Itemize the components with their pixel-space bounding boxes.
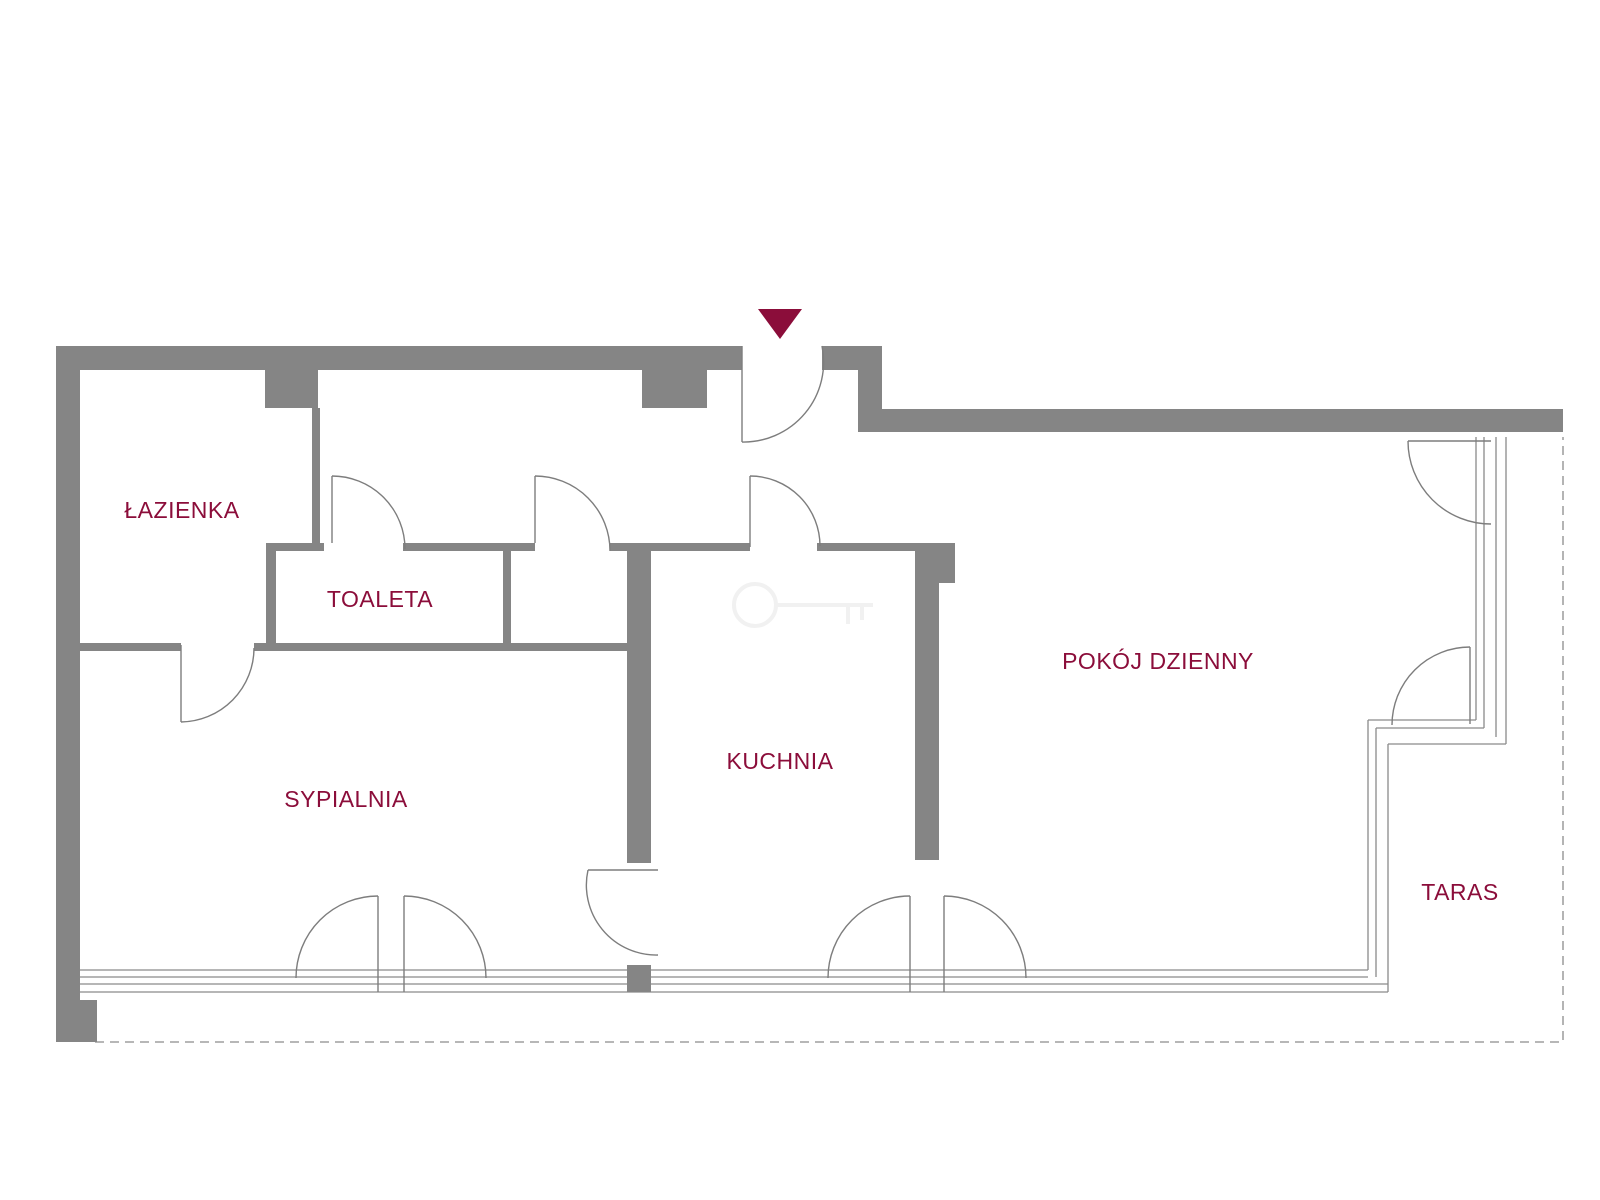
toilet-door bbox=[331, 475, 406, 550]
living-balcony-door-left bbox=[827, 895, 911, 992]
key-icon bbox=[732, 582, 873, 628]
room-label-toaleta: TOALETA bbox=[327, 586, 433, 612]
entrance-door bbox=[741, 345, 825, 443]
doors bbox=[180, 345, 1492, 992]
bedroom-balcony-door-left bbox=[295, 895, 379, 992]
room-label-taras: TARAS bbox=[1421, 879, 1498, 905]
terrace-door-lower bbox=[1391, 646, 1471, 726]
window-lines bbox=[80, 437, 1507, 993]
room-label-pokoj-dzienny: POKÓJ DZIENNY bbox=[1062, 648, 1254, 674]
kitchen-door bbox=[749, 475, 821, 547]
bedroom-kitchen-door bbox=[585, 869, 659, 956]
bedroom-balcony-door-right bbox=[403, 895, 487, 992]
closet-door bbox=[534, 475, 611, 552]
room-label-kuchnia: KUCHNIA bbox=[726, 748, 833, 774]
living-balcony-door-right bbox=[943, 895, 1027, 992]
entrance-triangle-icon bbox=[758, 309, 802, 339]
terrace-door-upper bbox=[1407, 440, 1492, 525]
walls bbox=[56, 346, 1563, 1042]
room-label-lazienka: ŁAZIENKA bbox=[124, 497, 239, 523]
bathroom-door bbox=[180, 645, 255, 723]
room-label-sypialnia: SYPIALNIA bbox=[284, 786, 408, 812]
